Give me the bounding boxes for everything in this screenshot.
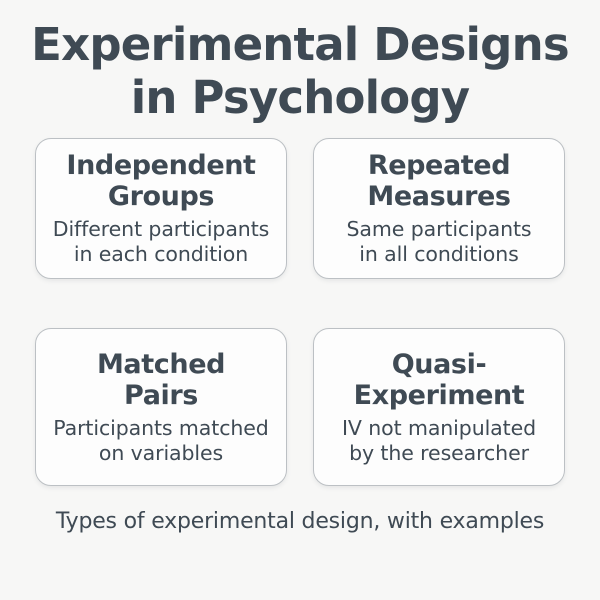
caption-text: Types of experimental design, with examp…: [55, 509, 545, 534]
card-body: Participants matched on variables: [53, 415, 269, 465]
card-body: IV not manipulated by the researcher: [341, 415, 537, 465]
design-card-grid: Independent Groups Different participant…: [35, 138, 565, 486]
card-quasi-experiment: Quasi- Experiment IV not manipulated by …: [313, 328, 565, 486]
card-independent-groups: Independent Groups Different participant…: [35, 138, 287, 279]
page-title: Experimental Designs in Psychology: [0, 0, 600, 124]
card-heading: Matched Pairs: [96, 348, 226, 411]
page-title-line-1: Experimental Designs: [31, 18, 569, 71]
card-body: Different participants in each condition: [52, 217, 270, 266]
card-matched-pairs: Matched Pairs Participants matched on va…: [35, 328, 287, 486]
card-heading: Independent Groups: [66, 150, 256, 212]
card-heading: Repeated Measures: [367, 150, 511, 212]
card-heading: Quasi- Experiment: [353, 348, 525, 411]
card-body: Same participants in all conditions: [346, 217, 532, 266]
card-repeated-measures: Repeated Measures Same participants in a…: [313, 138, 565, 279]
caption: Types of experimental design, with examp…: [0, 508, 600, 536]
page-title-line-2: in Psychology: [130, 71, 470, 124]
